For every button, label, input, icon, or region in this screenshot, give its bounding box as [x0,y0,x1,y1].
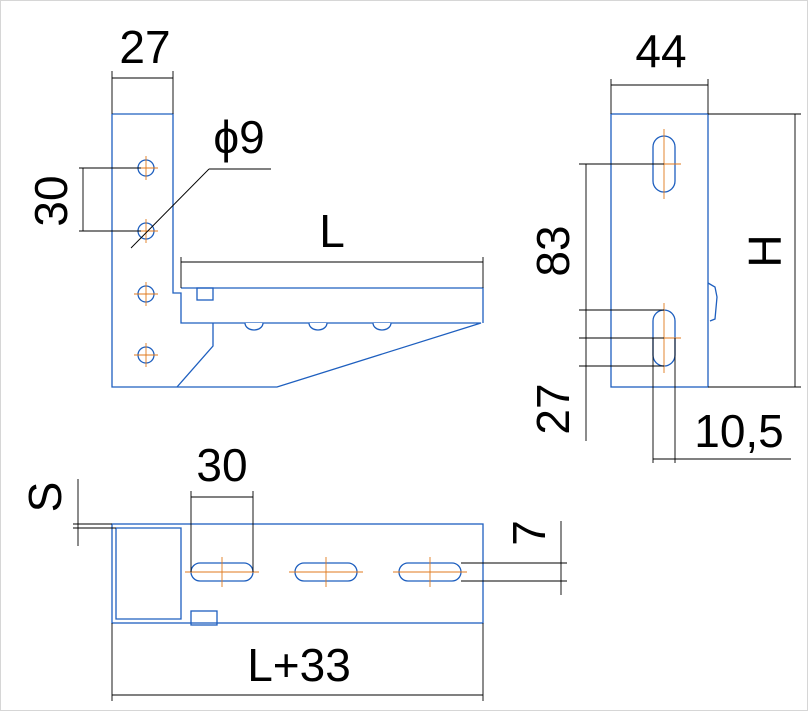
arm-slot-2 [308,322,328,331]
label-front-width: 27 [119,21,170,73]
dimension-thickness: S [19,479,116,546]
label-height: H [739,234,791,267]
label-arm-length: L [319,205,345,257]
side-view: 44 H 83 27 10,5 [527,25,801,463]
side-plate-outline [610,113,709,388]
label-slot-spacing: 83 [527,225,579,276]
arm-slot-3 [372,322,392,331]
bracket-gusset [176,323,214,388]
arm-slot-1 [244,322,264,331]
dimension-slot-position: 10,5 [652,338,791,463]
label-slot-pitch: 30 [196,439,247,491]
dimension-front-width: 27 [111,21,174,114]
top-view: S 30 7 L+33 [19,439,567,701]
front-view: 27 30 ϕ9 L [25,21,484,388]
label-total-length: L+33 [247,639,351,691]
label-thickness: S [19,482,71,513]
dimension-hole-diameter: ϕ9 [130,111,271,249]
label-hole-diameter: ϕ9 [213,111,264,163]
top-bracket-edge [115,527,182,620]
dimension-side-width: 44 [610,25,709,114]
top-slot-1 [185,557,259,587]
label-side-width: 44 [635,25,686,77]
top-slot-3 [393,557,467,587]
arm-tab [196,287,214,301]
arm-top-edge [181,287,484,323]
mounting-hole-3 [134,282,158,306]
label-slot-offset: 27 [527,383,579,434]
dimension-height: H [708,113,801,388]
top-slot-2 [289,557,363,587]
dimension-total-length: L+33 [111,623,484,701]
top-tab [190,610,218,626]
dimension-arm-length: L [180,205,484,288]
side-clip [707,282,718,322]
bracket-outline [111,113,482,388]
dimension-slot-width: 7 [461,520,567,595]
mounting-hole-4 [134,343,158,367]
dimension-slot-offset: 27 [527,310,664,441]
label-slot-width: 7 [503,520,555,546]
dimension-hole-pitch: 30 [25,167,141,232]
dimension-slot-pitch: 30 [190,439,254,572]
label-hole-pitch: 30 [25,175,77,226]
dimension-slot-spacing: 83 [527,163,664,311]
top-outline [111,523,484,624]
label-slot-position: 10,5 [694,405,784,457]
